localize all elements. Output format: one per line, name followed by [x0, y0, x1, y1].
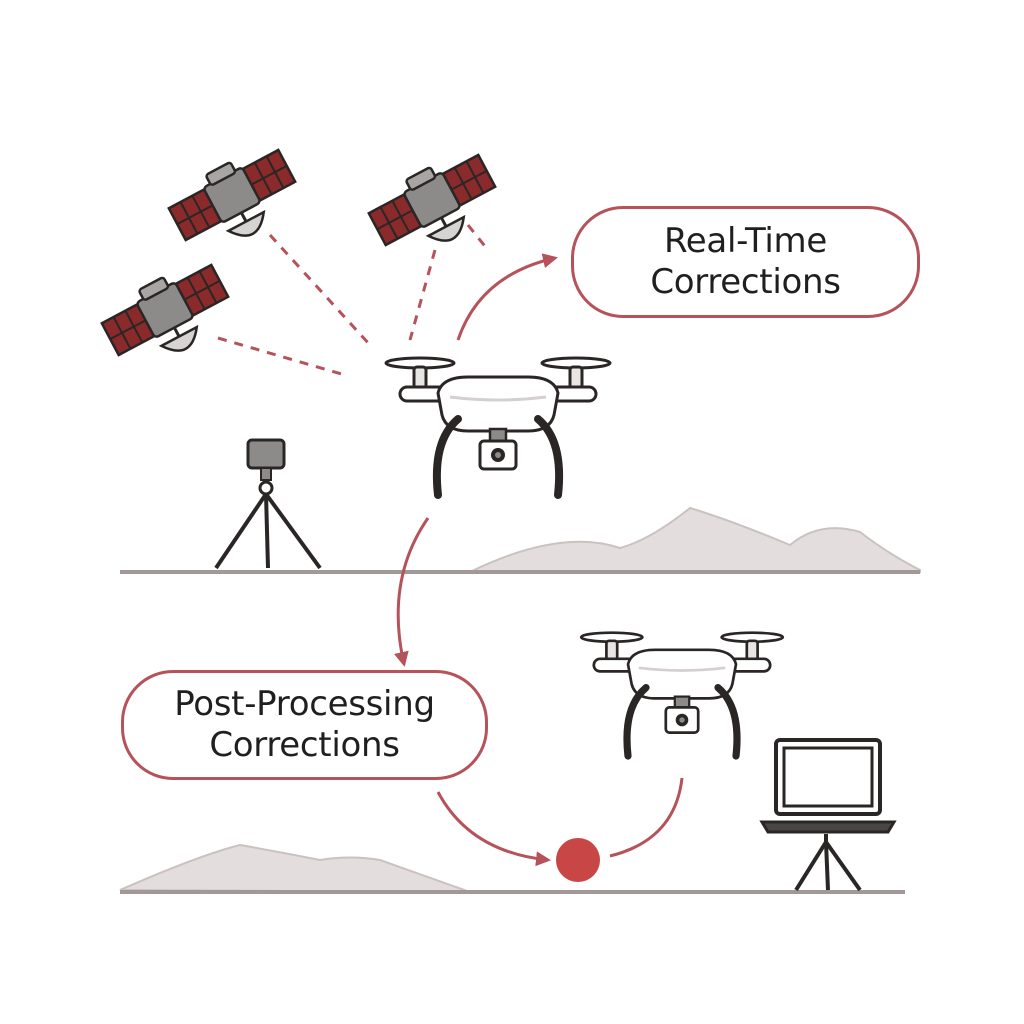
realtime-corrections-label: Real-Time Corrections	[571, 206, 920, 318]
laptop-icon	[759, 738, 897, 892]
ground-point-marker	[556, 838, 600, 882]
hills-top	[469, 506, 921, 573]
realtime-line-1: Real-Time	[664, 221, 827, 262]
arrow-to-postprocessing	[394, 517, 430, 667]
postprocessing-corrections-label: Post-Processing Corrections	[121, 670, 488, 780]
tripod-base-station-icon	[214, 438, 322, 570]
postprocessing-line-1: Post-Processing	[174, 684, 435, 725]
arrow-to-ground-point	[436, 791, 551, 867]
satellite-icon	[361, 142, 509, 270]
drone-icon	[386, 358, 610, 495]
arrow-point-to-drone	[609, 777, 684, 858]
drone-icon	[581, 633, 783, 756]
satellite-icon	[161, 137, 309, 265]
realtime-line-2: Corrections	[650, 262, 841, 302]
hills-bottom	[119, 843, 471, 893]
postprocessing-line-2: Corrections	[209, 725, 400, 765]
arrow-to-realtime	[456, 253, 558, 341]
satellite-signal-lines	[217, 224, 490, 377]
satellite-icon	[94, 252, 242, 380]
